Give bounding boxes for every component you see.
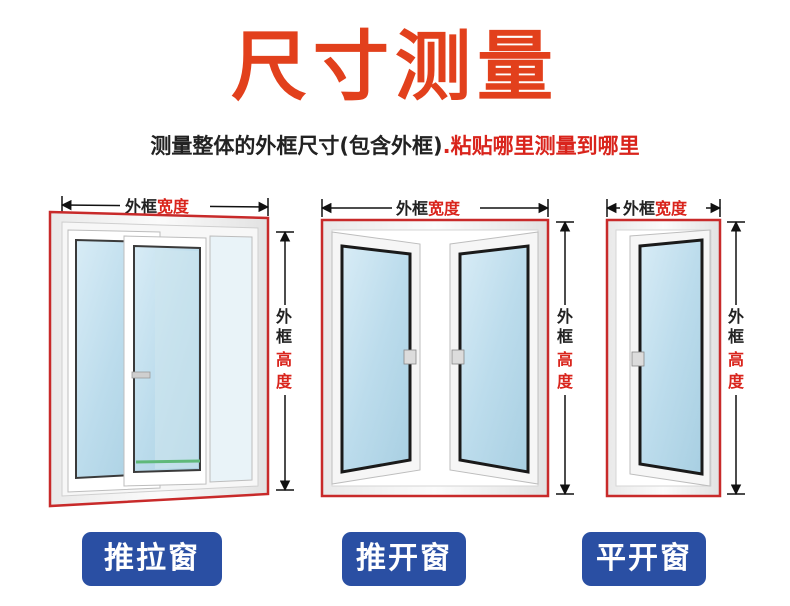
height-label-2d: 度 — [557, 372, 574, 391]
page-title: 尺寸测量 — [231, 22, 559, 111]
height-label-1a: 外 — [275, 307, 292, 326]
push-open-window-label: 推开窗 — [342, 532, 466, 586]
height-label-3b: 框 — [728, 327, 744, 346]
instruction-text: 测量整体的外框尺寸(包含外框).粘贴哪里测量到哪里 — [0, 132, 790, 160]
width-label-1: 外框宽度 — [124, 197, 190, 216]
sliding-window-label: 推拉窗 — [82, 532, 222, 586]
sliding-window: 外框宽度 外 框 高 度 — [48, 194, 298, 508]
push-open-window: 外框宽度 外 框 高 度 — [320, 196, 579, 498]
casement-window-label: 平开窗 — [582, 532, 706, 586]
width-label-2: 外框宽度 — [395, 199, 461, 218]
height-label-1b: 框 — [276, 327, 292, 346]
instruction-main: 测量整体的外框尺寸(包含外框) — [150, 134, 443, 158]
height-label-2a: 外 — [556, 307, 573, 326]
height-label-3a: 外 — [727, 307, 744, 326]
height-label-3c: 高 — [728, 350, 744, 369]
casement-window: 外框宽度 外 框 高 度 — [605, 196, 750, 498]
height-label-3d: 度 — [728, 372, 745, 391]
height-label-2b: 框 — [557, 327, 573, 346]
height-label-1d: 度 — [276, 372, 293, 391]
width-label-3: 外框宽度 — [622, 199, 688, 218]
height-label-2c: 高 — [557, 350, 573, 369]
height-label-1c: 高 — [276, 350, 292, 369]
instruction-highlight: .粘贴哪里测量到哪里 — [442, 134, 640, 158]
